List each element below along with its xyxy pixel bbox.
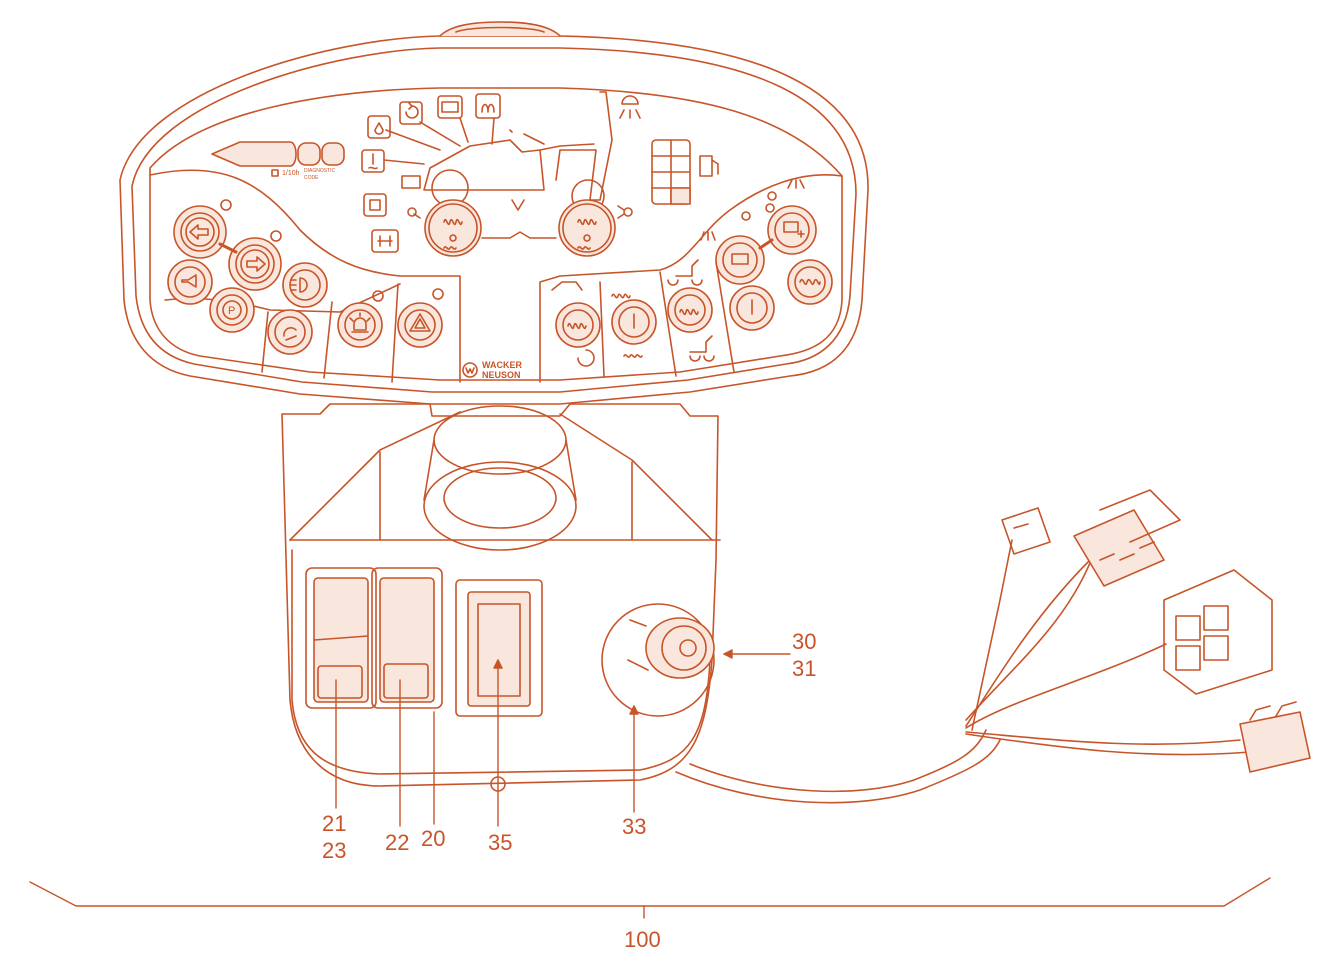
beacon-button[interactable] (337, 302, 383, 348)
brand-logo (462, 362, 478, 378)
brand-name-line-2: NEUSON (482, 370, 521, 380)
headlight-icon (290, 277, 308, 293)
headlight-button[interactable] (282, 262, 328, 308)
rocker-switch-21[interactable] (305, 567, 377, 709)
battery-icon (437, 95, 463, 119)
leader-lines (335, 649, 791, 827)
rocker-switch-22[interactable] (371, 567, 443, 709)
air-filter-icon (363, 193, 387, 217)
vibration-dial-right (558, 199, 616, 257)
hour-meter-unit: 1/10h (282, 170, 300, 177)
callout-33: 33 (622, 814, 647, 839)
fuel-gauge (651, 139, 719, 205)
roller-machine-icon (423, 91, 613, 213)
glow-plug-icon (475, 93, 501, 119)
hazard-warning-icon (409, 313, 431, 332)
right-switch-block (539, 174, 843, 383)
vibration-off-button-left[interactable] (611, 299, 657, 345)
sprinkler-lamps (700, 179, 805, 241)
callout-20: 20 (421, 826, 446, 851)
sprinkler-interval-button[interactable] (715, 235, 765, 285)
horn-button[interactable] (167, 259, 213, 305)
callout-35: 35 (488, 830, 513, 855)
callout-21: 21 (322, 811, 347, 836)
callout-22: 22 (385, 830, 410, 855)
hazard-button[interactable] (397, 302, 443, 348)
diagnostic-label: DIAGNOSTIC (304, 168, 336, 174)
switch-housing (281, 403, 721, 792)
vibration-button-right[interactable] (667, 287, 713, 333)
emergency-stop-icon[interactable] (601, 603, 715, 717)
callout-31: 31 (792, 656, 817, 681)
display-window-35 (455, 579, 543, 717)
coolant-temperature-icon (361, 149, 385, 173)
wiring-harness (675, 539, 1251, 804)
vibration-dial-left (424, 199, 482, 257)
beacon-icon (349, 312, 371, 333)
work-light-icon (283, 326, 297, 341)
panel-housing (119, 21, 869, 405)
axle-icon (371, 229, 399, 253)
hour-meter-display (211, 141, 345, 177)
turn-right-arrow-icon (246, 256, 266, 272)
turn-right-button[interactable] (228, 237, 282, 291)
dial-link (481, 231, 557, 239)
connector-3 (1163, 569, 1273, 695)
parking-brake-button[interactable]: P (209, 287, 255, 333)
vibration-button-left[interactable] (555, 302, 601, 348)
seat-icon (551, 281, 631, 299)
work-light-button[interactable] (267, 309, 313, 355)
callout-23: 23 (322, 838, 347, 863)
connector-4 (1239, 701, 1311, 773)
engine-overload-icon (399, 101, 423, 125)
turn-left-arrow-icon (189, 224, 209, 240)
connector-2 (1073, 489, 1181, 587)
water-spray-icon (619, 95, 641, 119)
fuel-pump-icon (699, 155, 719, 177)
callout-30: 30 (792, 629, 817, 654)
horn-icon (181, 274, 197, 288)
brand-name-line-1: WACKER (482, 360, 522, 370)
svg-text:P: P (228, 305, 235, 317)
callout-100: 100 (624, 927, 661, 952)
sprinkler-button[interactable] (767, 205, 817, 255)
warning-lamps (361, 93, 545, 253)
water-tank-button[interactable] (787, 259, 833, 305)
diagnostic-label-2: CODE (304, 175, 319, 181)
vibration-icon (567, 322, 587, 330)
vibration-off-button-right[interactable] (729, 285, 775, 331)
turn-left-button[interactable] (173, 205, 227, 259)
assembly-bracket (29, 877, 1271, 919)
connector-1 (1001, 507, 1051, 555)
oil-pressure-icon (367, 115, 391, 139)
